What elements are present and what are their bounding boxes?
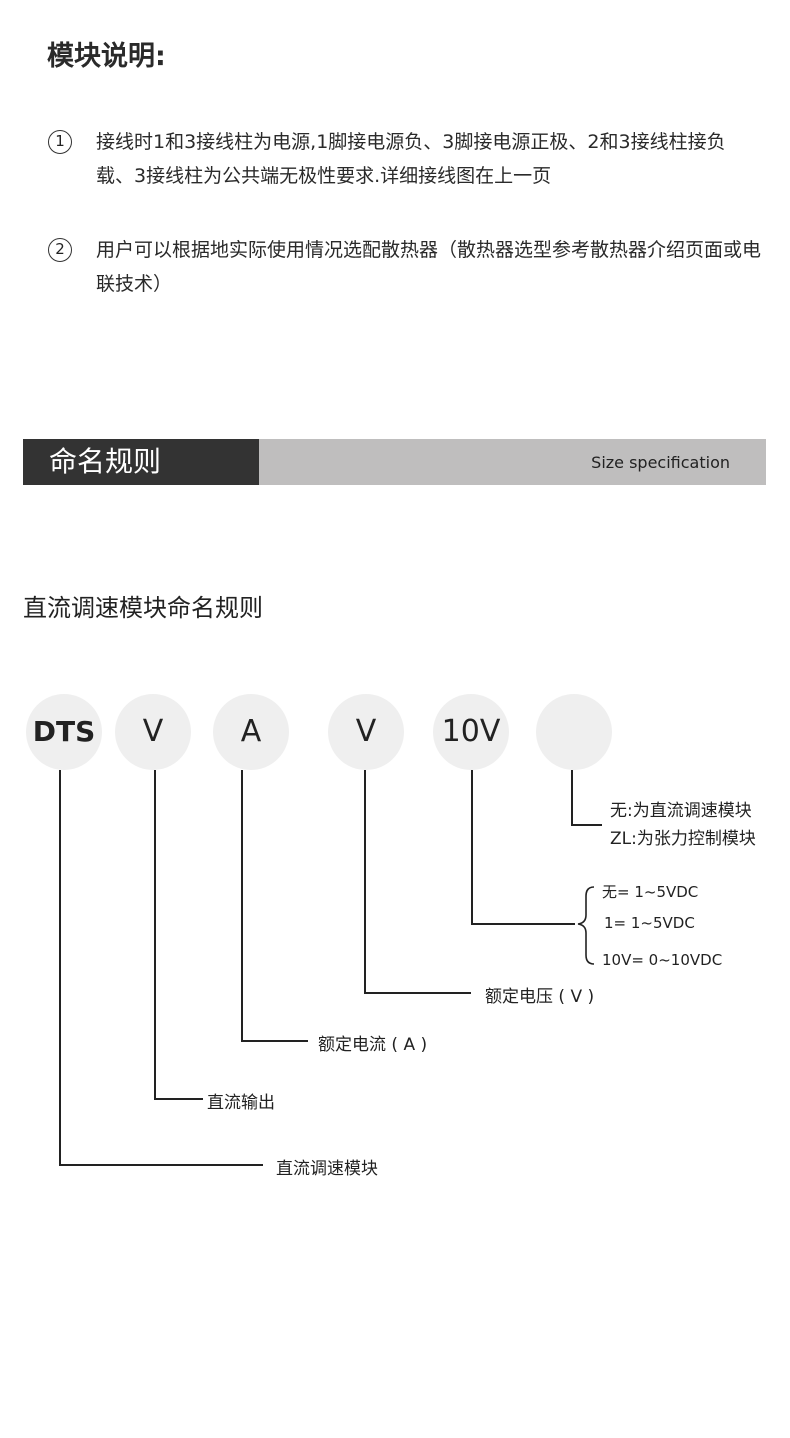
line-module [59,770,263,1166]
line-output [154,770,203,1100]
line-current [241,770,308,1042]
naming-rule-title: 直流调速模块命名规则 [23,594,263,622]
banner-strip: Size specification [259,439,766,485]
code-circle-type [536,694,612,770]
label-type-default: 无:为直流调速模块 [610,801,752,821]
line-type [571,770,602,826]
line-signal [471,770,575,925]
banner-subtitle: Size specification [591,453,730,472]
module-description-title: 模块说明: [47,41,166,72]
note-text-2: 用户可以根据地实际使用情况选配散热器（散热器选型参考散热器介绍页面或电联技术） [96,239,762,295]
label-current: 额定电流 ( A ) [318,1035,428,1055]
code-circle-current: A [213,694,289,770]
code-circle-voltage: V [328,694,404,770]
note-text-1: 接线时1和3接线柱为电源,1脚接电源负、3脚接电源正极、2和3接线柱接负载、3接… [96,131,726,187]
banner-title: 命名规则 [23,439,259,485]
label-output: 直流输出 [207,1093,275,1113]
note-number-1: 1 [48,130,72,154]
code-circle-dts: DTS [26,694,102,770]
label-module: 直流调速模块 [276,1159,378,1179]
label-voltage: 额定电压 ( V ) [485,987,595,1007]
brace [577,886,595,965]
code-circle-signal: 10V [433,694,509,770]
code-circle-output: V [115,694,191,770]
label-signal-1: 1= 1~5VDC [604,914,695,932]
label-signal-none: 无= 1~5VDC [602,883,699,901]
label-type-zl: ZL:为张力控制模块 [610,829,756,849]
note-number-2: 2 [48,238,72,262]
line-voltage [364,770,471,994]
label-signal-10v: 10V= 0~10VDC [602,951,723,969]
